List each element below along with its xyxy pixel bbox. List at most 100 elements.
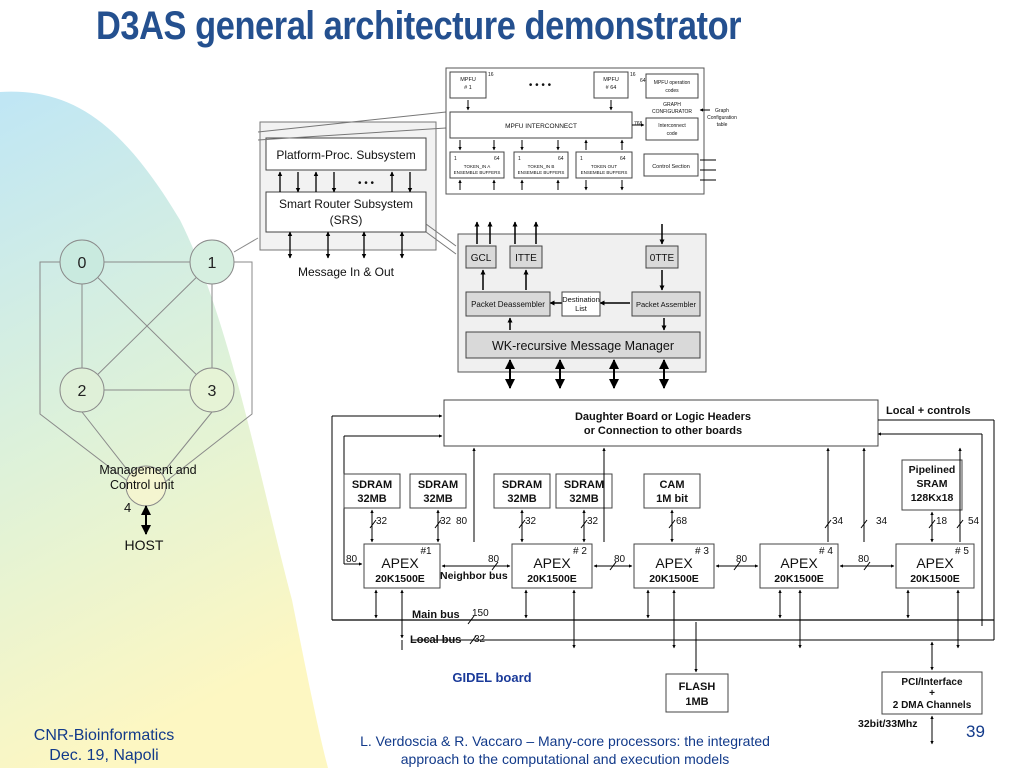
apex-2: # 2 APEX 20K1500E — [511, 543, 593, 589]
wk-manager-label: WK-recursive Message Manager — [492, 339, 674, 353]
apex-2-model: 20K1500E — [527, 573, 577, 585]
packet-assembler-label: Packet Assembler — [636, 300, 697, 309]
apex-5: # 5 APEX 20K1500E — [895, 543, 975, 589]
flash-a: FLASH — [679, 681, 716, 693]
w32-2: 32 — [440, 516, 452, 527]
w80-n1: 80 — [488, 554, 500, 565]
pip-c: 128Kx18 — [911, 492, 954, 504]
graph-config-table-b: Configuration — [707, 115, 737, 121]
apex-4: # 4 APEX 20K1500E — [759, 543, 839, 589]
management-label-2: Control unit — [110, 478, 174, 492]
mpfu64-label-a: MPFU — [603, 77, 619, 83]
footer-affiliation: CNR-Bioinformatics Dec. 19, Napoli — [14, 726, 194, 766]
platform-dots: • • • — [358, 178, 375, 189]
footer-affiliation-line1: CNR-Bioinformatics — [33, 727, 175, 744]
local-bus-label: Local bus — [410, 634, 461, 646]
gidel-board: Daughter Board or Logic Headers or Conne… — [331, 399, 995, 745]
apex-1-model: 20K1500E — [375, 573, 425, 585]
apex-1-name: APEX — [381, 555, 419, 571]
pci-speed-label: 32bit/33Mhz — [858, 718, 918, 730]
buffer-a-64: 64 — [494, 156, 500, 162]
gidel-board-label: GIDEL board — [452, 670, 531, 685]
srs-label-2: (SRS) — [330, 213, 363, 227]
mpfu64-label-b: # 64 — [606, 85, 617, 91]
pip-b: SRAM — [917, 478, 948, 490]
apex-5-id: # 5 — [955, 546, 969, 557]
buffer-b-64: 64 — [558, 156, 564, 162]
w80-n3: 80 — [736, 554, 748, 565]
local-bus-width: 32 — [474, 634, 486, 645]
w80-n2: 80 — [614, 554, 626, 565]
buffer-b-1: 1 — [518, 156, 521, 162]
control-section-label: Control Section — [652, 164, 690, 170]
apex-5-name: APEX — [916, 555, 954, 571]
w32-1: 32 — [376, 516, 388, 527]
srs-label-1: Smart Router Subsystem — [279, 197, 413, 211]
buffer-b-label-a: TOKEN_IN B — [528, 164, 555, 169]
apex-3-name: APEX — [655, 555, 693, 571]
buffer-out-label-b: ENSEMBLE BUFFERS — [581, 170, 628, 175]
sdram-4-b: 32MB — [569, 493, 598, 505]
mpfu1-label-a: MPFU — [460, 77, 476, 83]
sdram-3-a: SDRAM — [502, 479, 542, 491]
graph-config-table-a: Graph — [715, 108, 729, 114]
apex-4-name: APEX — [780, 555, 818, 571]
host-label: HOST — [125, 537, 164, 553]
pipelined-sram: Pipelined SRAM 128Kx18 — [901, 459, 963, 511]
op-codes-a: MPFU operation — [654, 80, 691, 86]
network-node-0: 0 — [59, 239, 105, 285]
buffer-out-1: 1 — [580, 156, 583, 162]
apex-1: #1 APEX 20K1500E — [363, 543, 441, 589]
cam-chip: CAM 1M bit — [643, 473, 701, 509]
buffer-a-label-b: ENSEMBLE BUFFERS — [454, 170, 501, 175]
main-bus-width: 150 — [472, 608, 489, 619]
w34-1: 34 — [832, 516, 844, 527]
buffer-out-label-a: TOKEN OUT — [591, 164, 617, 169]
buffer-b-label-b: ENSEMBLE BUFFERS — [518, 170, 565, 175]
apex-2-name: APEX — [533, 555, 571, 571]
gcl-label: GCL — [471, 253, 492, 264]
node-label-3: 3 — [208, 383, 217, 400]
daughter-label-2: or Connection to other boards — [584, 425, 742, 437]
ppsub-label: Platform-Proc. Subsystem — [276, 148, 415, 162]
sdram-3-b: 32MB — [507, 493, 536, 505]
w80-top: 80 — [456, 516, 468, 527]
sdram-4-a: SDRAM — [564, 479, 604, 491]
buffer-out-64: 64 — [620, 156, 626, 162]
neighbor-bus-label: Neighbor bus — [440, 570, 508, 582]
mpfu-768: 768 — [634, 121, 643, 127]
graph-config-table-c: table — [717, 122, 728, 128]
apex-4-id: # 4 — [819, 546, 833, 557]
node-label-2: 2 — [78, 383, 87, 400]
w34-2: 34 — [876, 516, 888, 527]
mpfu-16a: 16 — [488, 72, 494, 78]
footer-citation-line1: L. Verdoscia & R. Vaccaro – Many-core pr… — [360, 733, 770, 749]
apex-3: # 3 APEX 20K1500E — [633, 543, 715, 589]
w54: 54 — [968, 516, 980, 527]
apex-2-id: # 2 — [573, 546, 587, 557]
footer-affiliation-line2: Dec. 19, Napoli — [49, 747, 159, 764]
node-label-0: 0 — [78, 255, 87, 272]
flash-b: 1MB — [685, 696, 708, 708]
w32-3: 32 — [525, 516, 537, 527]
otte-label: 0TTE — [650, 253, 675, 264]
slide-title: D3AS general architecture demonstrator — [96, 4, 742, 48]
host-link-label: 4 — [124, 500, 131, 515]
sdram-1-b: 32MB — [357, 493, 386, 505]
itte-label: ITTE — [515, 253, 537, 264]
mpfu-dots: • • • • — [529, 80, 552, 91]
apex-4-model: 20K1500E — [774, 573, 824, 585]
apex-3-id: # 3 — [695, 546, 709, 557]
mpfu1-label-b: # 1 — [464, 85, 472, 91]
cam-b: 1M bit — [656, 493, 688, 505]
w18: 18 — [936, 516, 948, 527]
mpfu-detail: MPFU # 1 • • • • MPFU # 64 16 16 64 MPFU… — [445, 67, 737, 195]
zoom-guides — [257, 111, 457, 255]
pci-c: 2 DMA Channels — [893, 700, 972, 711]
sdram-2-b: 32MB — [423, 493, 452, 505]
destination-list-b: List — [575, 304, 588, 313]
apex-3-model: 20K1500E — [649, 573, 699, 585]
interconnect-code-a: Interconnect — [658, 123, 686, 129]
sdram-3: SDRAM 32MB — [493, 473, 551, 509]
